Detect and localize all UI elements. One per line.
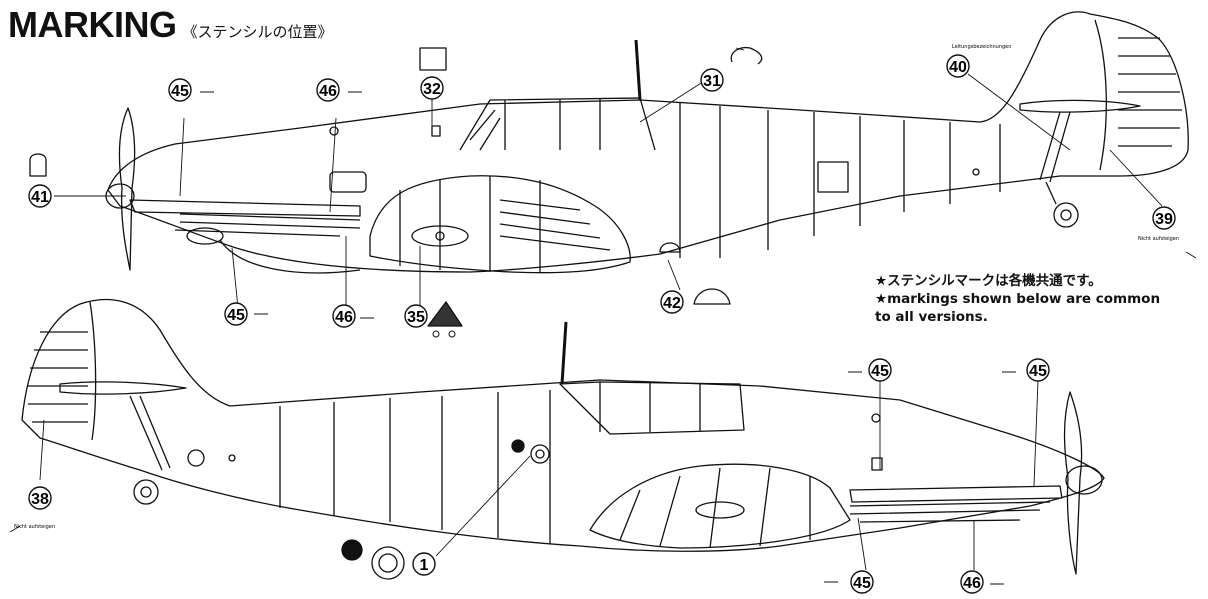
bottom-engine-cowl <box>849 485 1063 503</box>
bottom-callout-38: 38 <box>28 486 52 510</box>
top-aircraft-side-view <box>29 11 1189 338</box>
bottom-callout-45: 45 <box>868 358 892 382</box>
top-rudder-line <box>1094 19 1107 171</box>
note-line-english-2: to all versions. <box>875 309 988 325</box>
bottom-callout-label: 45 <box>871 363 889 380</box>
bottom-tail-wheel <box>133 479 159 505</box>
top-callout-label: 40 <box>949 59 967 76</box>
top-callout-39: 39 <box>1152 206 1176 230</box>
top-propeller <box>118 107 136 271</box>
top-stabilizer-strut <box>1039 111 1071 183</box>
top-wing <box>369 175 631 274</box>
title-main: MARKING <box>8 4 177 45</box>
note-line-english-1: ★markings shown below are common <box>875 291 1161 307</box>
top-callout-label: 31 <box>703 73 721 90</box>
bottom-callout-label: 45 <box>1029 363 1047 380</box>
bottom-callout-45: 45 <box>1026 358 1050 382</box>
tiny-label-39: Nicht aufsteigen <box>1138 236 1179 242</box>
top-rudder-ribs-1 <box>1118 37 1182 147</box>
bottom-callout-label: 1 <box>420 557 429 574</box>
top-callout-label: 45 <box>227 307 245 324</box>
top-engine-cowl <box>129 199 361 217</box>
top-callout-35: 35 <box>404 304 428 328</box>
page-title: MARKING 《ステンシルの位置》 <box>8 4 333 46</box>
bottom-callout-1: 1 <box>412 552 436 576</box>
top-callout-41: 41 <box>28 184 52 208</box>
top-canopy <box>459 97 656 151</box>
bottom-antenna <box>560 321 568 385</box>
top-antenna <box>634 39 642 101</box>
bottom-rudder-line <box>89 301 97 441</box>
stencil-1-large-dot <box>341 539 363 561</box>
stencil-32-tab <box>419 47 447 71</box>
bottom-callout-label: 46 <box>963 575 981 592</box>
tiny-label-40: Leitungsbezeichnungen <box>952 44 1011 50</box>
top-callout-46: 46 <box>316 78 340 102</box>
top-callout-45: 45 <box>224 302 248 326</box>
top-callout-label: 39 <box>1155 211 1173 228</box>
top-stabilizer <box>1019 99 1141 113</box>
top-callout-label: 35 <box>407 309 425 326</box>
stencil-1-dot <box>511 439 525 453</box>
bottom-fuselage-outline <box>21 298 1105 552</box>
top-fuselage-outline <box>107 11 1189 273</box>
top-callout-label: 41 <box>31 189 49 206</box>
top-callout-46: 46 <box>332 304 356 328</box>
top-hatch <box>817 161 849 193</box>
top-callout-31: 31 <box>700 68 724 92</box>
bottom-aircraft-side-view <box>9 251 1197 585</box>
callout-group: 45 46 32 31 40 41 39 45 46 35 42 45 45 38 1 45 46 <box>28 54 1176 594</box>
bottom-propeller <box>1063 391 1083 575</box>
stencil-35-triangle <box>427 301 463 327</box>
tiny-label-38: Nicht aufsteigen <box>14 524 55 530</box>
top-callout-45: 45 <box>168 78 192 102</box>
top-callout-40: 40 <box>946 54 970 78</box>
top-callout-label: 46 <box>335 309 353 326</box>
bottom-callout-46: 46 <box>960 570 984 594</box>
bottom-spinner <box>1065 465 1103 495</box>
title-subtitle: 《ステンシルの位置》 <box>182 23 333 41</box>
bottom-callout-45: 45 <box>850 570 874 594</box>
top-callout-42: 42 <box>660 290 684 314</box>
bottom-canopy <box>559 381 745 435</box>
top-callout-label: 45 <box>171 83 189 100</box>
top-callout-label: 32 <box>423 81 441 98</box>
top-callout-32: 32 <box>420 76 444 100</box>
stencil-31-mark <box>730 46 763 65</box>
bottom-callout-label: 45 <box>853 575 871 592</box>
top-callout-label: 46 <box>319 83 337 100</box>
bottom-wing <box>589 463 851 549</box>
bottom-stabilizer <box>59 381 187 395</box>
top-tail-wheel <box>1053 202 1079 228</box>
common-markings-note: ★ステンシルマークは各機共通です。 ★markings shown below … <box>875 272 1195 326</box>
top-callout-label: 42 <box>663 295 681 312</box>
note-line-japanese: ★ステンシルマークは各機共通です。 <box>875 273 1102 289</box>
bottom-callout-label: 38 <box>31 491 49 508</box>
